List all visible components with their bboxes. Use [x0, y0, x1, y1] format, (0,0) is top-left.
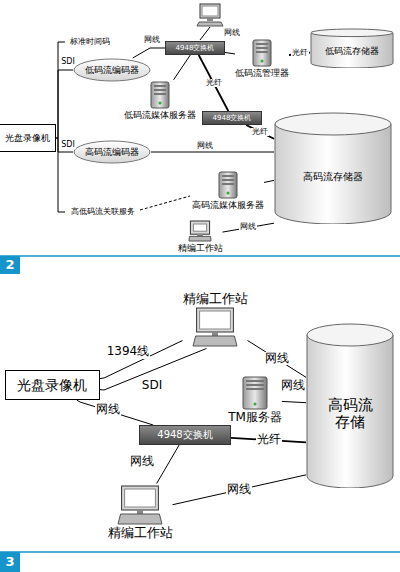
connector [77, 400, 153, 425]
storage-cylinder: 高码流存储器 [274, 112, 392, 224]
edge-label: 光纤 [256, 433, 282, 446]
server-node: 低码流管理器 [235, 38, 289, 78]
node-label: 高码流存储器 [303, 171, 363, 183]
device-box: 光盘录像机 [5, 370, 100, 400]
encoder-ellipse: 低码流编码器 [73, 58, 151, 82]
connector [248, 340, 307, 377]
workstation-node: 精编工作站 [178, 219, 223, 253]
connector [282, 401, 306, 402]
server-node: 高码流媒体服务器 [192, 170, 264, 210]
node-label: 精编工作站 [108, 526, 173, 541]
switch-box: 4948交换机 [139, 425, 231, 445]
annotation-label: 高低码流关联服务 [70, 208, 136, 217]
edge-label: 光纤 [291, 49, 309, 58]
edge-label: 1394线 [106, 345, 151, 358]
connector [100, 341, 183, 379]
computer-icon [188, 220, 212, 242]
node-label: 低码流媒体服务器 [124, 110, 196, 120]
connector [151, 152, 274, 153]
connector [157, 445, 180, 484]
edge-label: 光纤 [251, 128, 269, 137]
storage-cylinder: 低码流存储器 [310, 28, 394, 68]
workstation-node: 精编工作站 [108, 484, 173, 541]
node-label: 精编工作站 [183, 292, 248, 307]
connector [199, 55, 229, 111]
node-label: 光盘录像机 [17, 377, 87, 393]
timecode-bracket [58, 42, 65, 212]
edge-label: SDI [60, 58, 76, 67]
connector [173, 475, 307, 505]
switch-box: 4948交换机 [165, 41, 225, 55]
edge-label: SDI [60, 141, 76, 150]
node-label: 低码流存储器 [325, 46, 379, 56]
edge-label: 网线 [143, 36, 161, 45]
edge-label: 网线 [129, 455, 155, 468]
node-label: 光盘录像机 [5, 133, 50, 143]
edge-label: 网线 [223, 29, 241, 38]
server-node: TM服务器 [228, 375, 282, 425]
computer-icon [192, 307, 238, 347]
switch-box: 4948交换机 [202, 111, 262, 125]
node-label: 低码流编码器 [85, 65, 139, 75]
connector [133, 48, 165, 58]
storage-cylinder: 高码流存储 [306, 323, 394, 488]
server-icon [150, 81, 170, 109]
edge-label: 网线 [239, 223, 257, 232]
connector [223, 223, 275, 232]
edge-label: 光纤 [205, 79, 223, 88]
node-label: 4948交换机 [157, 429, 212, 441]
section-bar [0, 256, 400, 572]
workstation-node: 精编工作站 [183, 292, 248, 349]
connector [225, 52, 235, 53]
server-icon [218, 171, 238, 199]
server-icon [252, 39, 272, 67]
section-number: 2 [4, 258, 15, 272]
computer-icon [117, 485, 163, 525]
connector [174, 55, 191, 80]
node-label: 高码流存储 [326, 397, 374, 432]
edge-label: 网线 [95, 403, 121, 416]
server-icon [242, 376, 268, 410]
node-label: 精编工作站 [178, 243, 223, 253]
annotation-label: 标准时间码 [69, 38, 111, 47]
server-node: 低码流媒体服务器 [124, 80, 196, 120]
node-label: TM服务器 [228, 411, 282, 425]
node-label: 4948交换机 [213, 114, 252, 122]
node-label: 高码流媒体服务器 [192, 200, 264, 210]
dashed-link [140, 196, 190, 210]
device-box: 光盘录像机 [0, 124, 56, 152]
encoder-ellipse: 高码流编码器 [73, 140, 151, 164]
edge-label: 网线 [226, 483, 252, 496]
node-label: 4948交换机 [176, 44, 215, 52]
node-label: 高码流编码器 [85, 147, 139, 157]
edge-label: 网线 [196, 142, 214, 151]
edge-label: SDI [141, 379, 163, 392]
edge-label: 网线 [264, 352, 290, 365]
edge-label: 网线 [280, 379, 306, 392]
connector [246, 125, 274, 139]
top-computer-icon [197, 4, 223, 40]
connector [264, 180, 274, 182]
connector [56, 70, 74, 138]
cylinder-outline [274, 112, 392, 224]
node-label: 低码流管理器 [235, 68, 289, 78]
section-number: 3 [4, 555, 15, 569]
